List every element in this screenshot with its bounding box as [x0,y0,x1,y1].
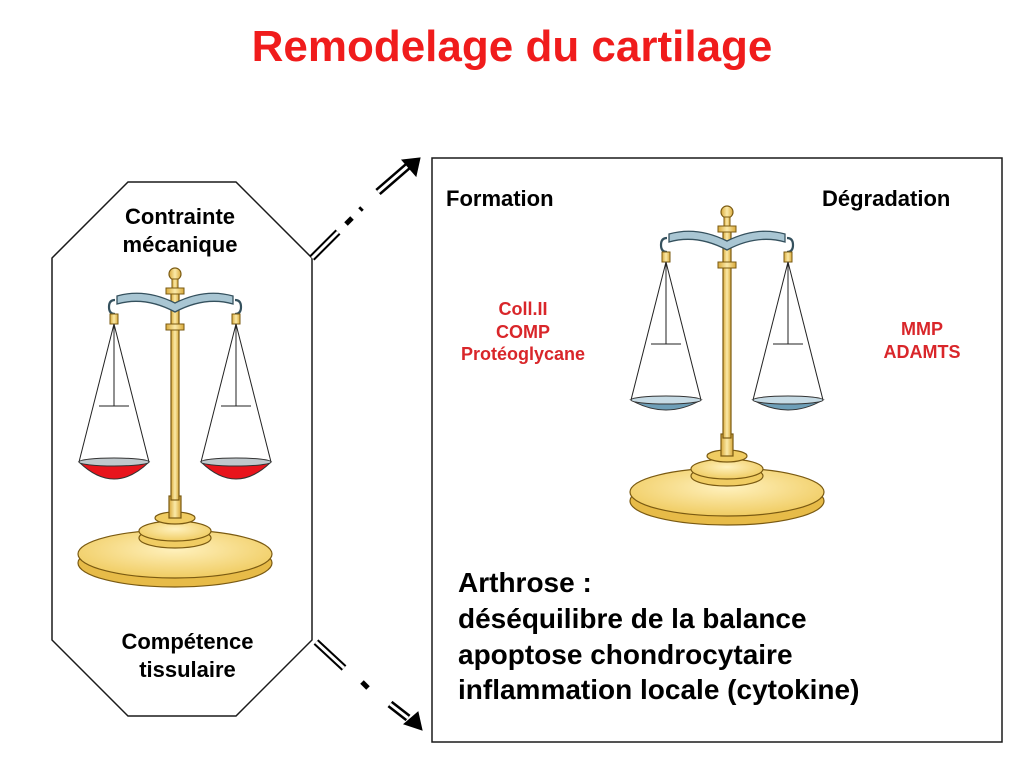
contrainte-mecanique-label: Contrainte mécanique [122,204,238,257]
arrow-up-right [309,157,421,261]
competence-tissulaire-label: Compétence tissulaire [121,629,254,682]
formation-heading: Formation [446,186,554,211]
arrow-down-right [313,639,423,731]
formation-items-list: Coll.II COMP Protéoglycane [438,298,608,366]
conclusion-line: apoptose chondrocytaire [458,638,793,670]
degradation-item: ADAMTS [883,341,961,362]
degradation-heading: Dégradation [822,186,951,211]
formation-item: COMP [496,321,550,342]
degradation-items-list: MMP ADAMTS [862,318,982,363]
right-balance-scale [628,204,826,527]
arthrose-conclusion: Arthrose : déséquilibre de la balance ap… [458,565,998,708]
conclusion-line: inflammation locale (cytokine) [458,674,860,706]
page-title: Remodelage du cartilage [251,22,773,71]
conclusion-line: Arthrose : [458,567,592,598]
right-panel-frame [431,157,1003,743]
left-balance-scale [76,266,274,589]
degradation-item: MMP [901,319,943,339]
formation-item: Coll.II [498,299,548,319]
conclusion-line: déséquilibre de la balance [458,602,807,634]
formation-item: Protéoglycane [460,344,586,364]
